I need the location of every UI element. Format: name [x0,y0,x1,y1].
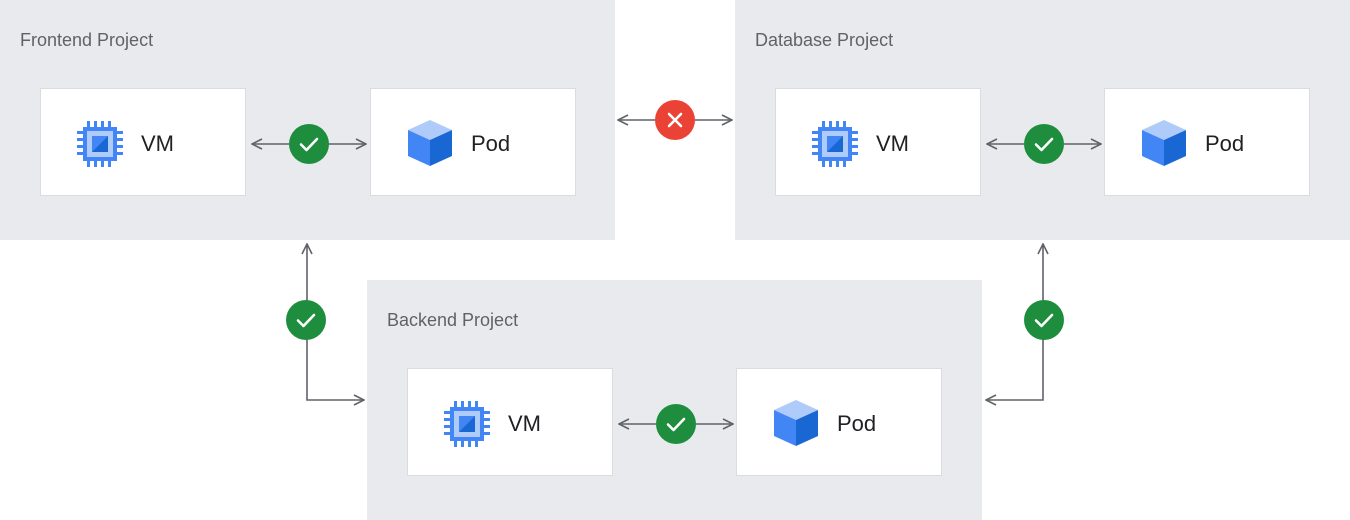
backend-vm-node[interactable]: VM [407,368,613,476]
backend-project-title: Backend Project [387,310,519,330]
database-vm-node[interactable]: VM [775,88,981,196]
cube-icon [1142,120,1186,166]
check-icon [1024,300,1064,340]
frontend-pod-label: Pod [471,131,511,156]
backend-pod-label: Pod [837,411,877,436]
frontend-vm-node[interactable]: VM [40,88,246,196]
cube-icon [408,120,452,166]
database-project-title: Database Project [755,30,894,50]
database-project: Database Project VM Pod [735,0,1350,240]
check-icon [289,124,329,164]
database-pod-label: Pod [1205,131,1245,156]
frontend-vm-label: VM [141,131,174,156]
cube-icon [774,400,818,446]
database-pod-node[interactable]: Pod [1104,88,1310,196]
compute-chip-icon [444,401,490,447]
compute-chip-icon [77,121,123,167]
check-icon [286,300,326,340]
x-icon [655,100,695,140]
backend-project: Backend Project VM Pod [367,280,982,520]
check-icon [1024,124,1064,164]
check-icon [656,404,696,444]
database-vm-label: VM [876,131,909,156]
frontend-project-title: Frontend Project [20,30,154,50]
compute-chip-icon [812,121,858,167]
backend-vm-label: VM [508,411,541,436]
frontend-pod-node[interactable]: Pod [370,88,576,196]
frontend-project: Frontend Project VM Pod [0,0,615,240]
backend-pod-node[interactable]: Pod [736,368,942,476]
